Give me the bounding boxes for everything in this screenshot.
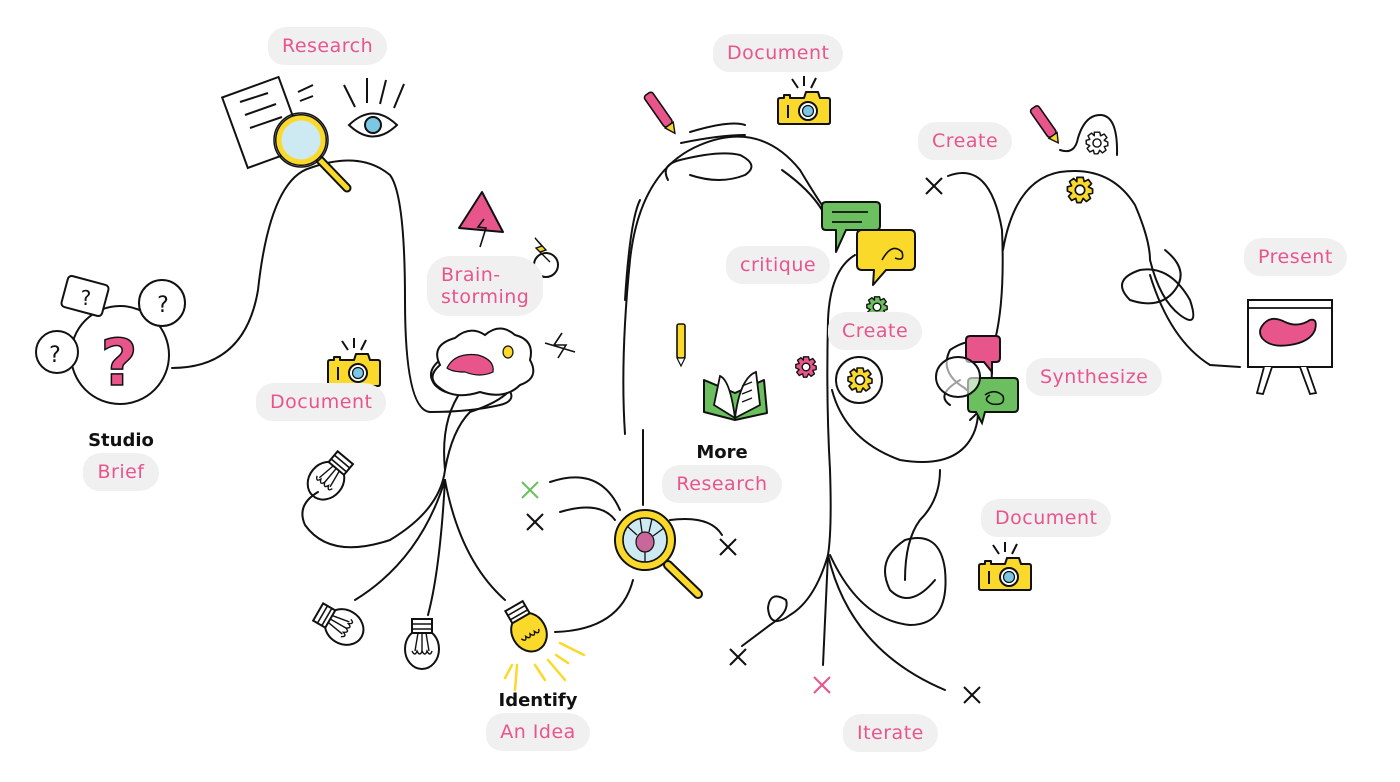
node-label: Research <box>662 465 782 503</box>
node-label-text: An Idea <box>500 721 576 743</box>
node-label-text: Research <box>676 473 768 495</box>
node-critique: critique <box>726 246 831 284</box>
node-present: Present <box>1244 238 1347 276</box>
x-mark-icon <box>526 513 544 531</box>
node-label-text: Research <box>282 35 374 57</box>
gear-icon <box>1066 176 1094 204</box>
lit-lightbulb-icon <box>503 599 586 692</box>
node-label-text: Brain- <box>441 264 501 286</box>
node-label-text: critique <box>740 254 817 276</box>
chat-bubbles-icon <box>935 335 1019 426</box>
node-more-research: More Research <box>662 442 782 503</box>
eye-icon <box>343 78 405 138</box>
magnifier-icon <box>614 509 703 599</box>
node-iterate: Iterate <box>843 714 938 752</box>
easel-icon <box>1247 299 1333 396</box>
svg-text:?: ? <box>157 293 169 318</box>
node-label: An Idea <box>486 713 590 751</box>
x-mark-icon <box>729 648 747 666</box>
x-mark-icon <box>719 538 737 556</box>
node-label-text: storming <box>441 286 530 308</box>
svg-text:?: ? <box>49 343 61 368</box>
node-label-text: Document <box>995 507 1098 529</box>
node-document-1: Document <box>256 383 387 421</box>
node-create-2: Create <box>918 122 1013 160</box>
brain-icon <box>431 327 535 397</box>
node-title: Identify <box>498 690 578 711</box>
node-create-1: Create <box>828 312 923 350</box>
camera-icon <box>978 541 1032 591</box>
svg-text:?: ? <box>81 286 92 310</box>
node-label-text: Brief <box>97 461 145 483</box>
node-label-text: Iterate <box>857 722 924 744</box>
warning-triangle-icon <box>458 191 504 248</box>
gear-icon <box>847 367 873 393</box>
node-identify-idea: Identify An Idea <box>478 690 598 751</box>
node-synthesize: Synthesize <box>1026 358 1163 396</box>
node-label-text: Create <box>932 130 999 152</box>
pencil-icon <box>643 91 676 135</box>
node-title: Studio <box>88 430 154 451</box>
x-mark-icon <box>925 177 943 195</box>
camera-icon <box>777 75 831 125</box>
x-mark-icon <box>521 481 539 499</box>
node-document-2: Document <box>713 34 844 72</box>
lightbulb-icon <box>308 596 371 653</box>
x-mark-icon <box>963 686 981 704</box>
x-mark-icon <box>813 676 831 694</box>
question-bubbles-icon: ? ? ? ? <box>35 275 186 405</box>
lightning-icon <box>544 332 576 359</box>
lightbulb-icon <box>404 618 440 670</box>
pencil-icon <box>676 323 686 368</box>
node-label-text: Synthesize <box>1040 366 1149 388</box>
node-brainstorming: Brain- storming <box>427 256 544 316</box>
node-research: Research <box>268 27 388 65</box>
gear-icon <box>1085 131 1109 155</box>
node-title: More <box>696 442 748 463</box>
node-label-text: Present <box>1258 246 1333 268</box>
node-document-3: Document <box>981 499 1112 537</box>
node-label-text: Document <box>270 391 373 413</box>
node-label-text: Create <box>842 320 909 342</box>
camera-icon <box>327 337 381 387</box>
node-studio-brief: Studio Brief <box>76 430 166 491</box>
svg-text:?: ? <box>100 327 137 401</box>
open-book-icon <box>703 370 768 421</box>
magnifier-document-icon <box>220 75 352 193</box>
speech-bubbles-icon <box>821 201 916 286</box>
node-label-text: Document <box>727 42 830 64</box>
node-label: Brief <box>83 453 159 491</box>
gear-icon <box>795 356 817 378</box>
pencil-icon <box>1029 105 1060 145</box>
